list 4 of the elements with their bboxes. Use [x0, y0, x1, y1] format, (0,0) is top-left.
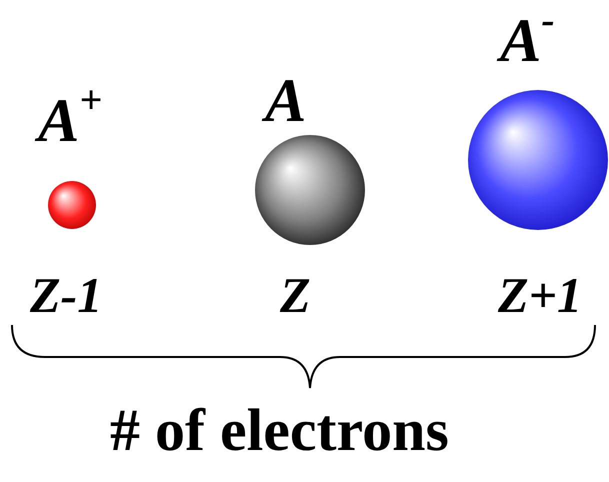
electron-count: Z-1 [30, 270, 102, 320]
electron-count: Z+1 [498, 270, 582, 320]
bracket-label: # of electrons [110, 400, 449, 460]
electron-count: Z [280, 270, 311, 320]
